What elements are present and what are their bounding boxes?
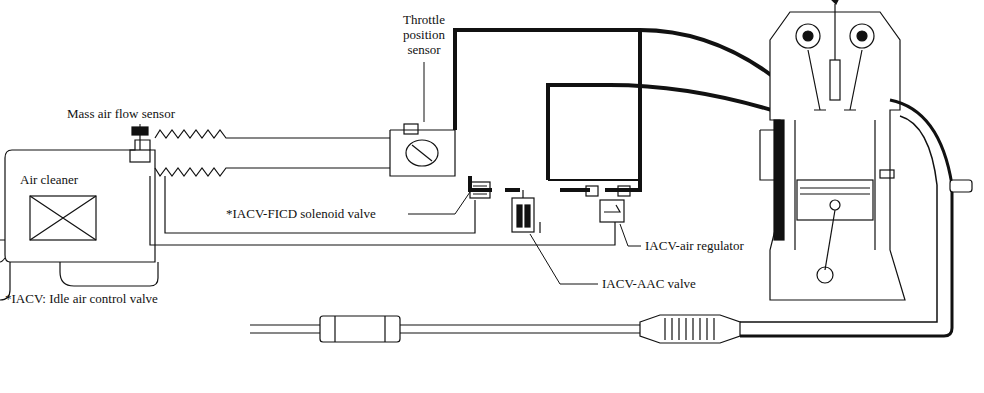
part-label: Throttle position sensor <box>394 12 454 57</box>
part-label: *IACV-FICD solenoid valve <box>226 206 376 221</box>
bypass-hose <box>150 176 615 245</box>
exhaust-system <box>250 100 972 343</box>
throttle-body <box>390 124 455 176</box>
aac-valve <box>512 190 534 232</box>
air-regulator <box>586 186 630 222</box>
ficd-valve <box>470 182 490 198</box>
engine-cross-section <box>760 0 905 300</box>
part-label: IACV-AAC valve <box>602 276 696 291</box>
intake-plenum <box>455 30 790 190</box>
mass-air-flow-sensor <box>130 127 150 162</box>
air-cleaner <box>0 140 158 300</box>
part-label: Air cleaner <box>20 172 78 187</box>
leader-lines <box>140 62 641 284</box>
intake-duct <box>155 130 390 176</box>
part-label: IACV-air regulator <box>645 238 744 253</box>
part-label: Mass air flow sensor <box>67 106 175 121</box>
part-label: *IACV: Idle air control valve <box>5 291 158 306</box>
